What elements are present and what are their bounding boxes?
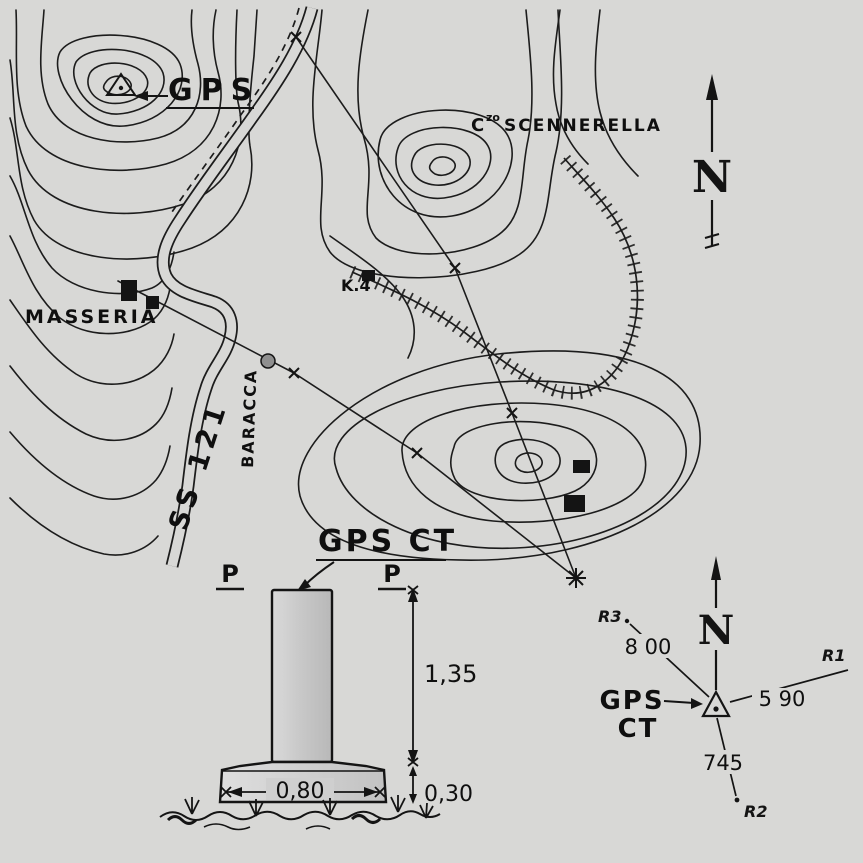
star-mark	[566, 568, 586, 588]
p-mark-left: P	[221, 560, 239, 588]
dim-height-value: 1,35	[424, 660, 477, 688]
dim-base-value: 0,30	[424, 782, 473, 807]
station-name-bottom: CT	[618, 714, 659, 744]
traverse-lines	[117, 31, 586, 588]
label-km4: K.4	[341, 276, 371, 295]
north-arrowhead-icon	[706, 74, 718, 100]
label-baracca: BARACCA	[238, 368, 260, 468]
masseria-building-2	[146, 296, 159, 309]
label-hill-name: SCENNERELLA	[504, 116, 662, 136]
road-side-track	[171, 7, 300, 213]
ref-r1-distance: 5 90	[759, 687, 806, 711]
gps-arrow-icon	[134, 91, 148, 101]
contour-lines	[9, 9, 701, 561]
section-title: GPS CT	[318, 524, 457, 559]
station-name-top: GPS	[599, 686, 664, 716]
ref-r2-distance: 745	[703, 751, 743, 775]
label-ss121: SS 121	[163, 398, 234, 535]
label-masseria: MASSERIA	[25, 306, 159, 328]
north-arrow-bottom: N	[698, 556, 735, 690]
label-hill-prefix: C	[471, 115, 484, 136]
north-letter-bottom: N	[698, 607, 735, 654]
dim-width-value: 0,80	[276, 779, 325, 804]
label-gps-summit: GPS	[168, 73, 260, 108]
topo-map: GPS C zo SCENNERELLA MASSERIA K.4 BARACC…	[9, 6, 701, 588]
cross-section: GPS CT P P 1,35 0,30	[159, 524, 477, 831]
label-hill-sup: zo	[486, 111, 500, 124]
north-letter-top: N	[692, 152, 732, 203]
dim-height: 1,35	[407, 585, 477, 767]
station-arrowhead-icon	[691, 698, 703, 709]
north-arrow-top: N	[692, 74, 732, 249]
gps-triangle-icon	[105, 72, 137, 96]
ref-r1-label: R1	[822, 646, 845, 665]
station-cross-marks	[288, 31, 518, 459]
hill-building-1	[573, 460, 590, 473]
grass-tufts	[184, 795, 434, 819]
ref-r2-label: R2	[744, 802, 767, 821]
section-leader-arrowhead-icon	[297, 579, 311, 591]
station-diagram: N GPS CT R3 8 00 R1 5 90 R2 745	[598, 556, 849, 821]
gully-hachures	[349, 153, 644, 400]
ray-r1	[729, 669, 849, 703]
baracca-symbol	[260, 353, 276, 369]
gps-summit-marker: GPS	[105, 72, 260, 109]
masseria-building-1	[121, 280, 137, 301]
ref-r3-distance: 8 00	[625, 635, 672, 659]
ground-line	[159, 795, 441, 831]
p-mark-right: P	[383, 560, 401, 588]
hill-building-2	[564, 495, 585, 512]
station-triangle-icon	[701, 689, 731, 718]
km4-marker-square	[362, 270, 375, 281]
dim-base-height: 0,30	[409, 766, 473, 807]
road-ss121	[156, 6, 319, 568]
monument-pillar	[270, 588, 334, 764]
dim-width: 0,80	[220, 778, 386, 804]
ref-r3-label: R3	[598, 607, 621, 626]
buildings	[121, 270, 590, 512]
north-arrowhead-bottom-icon	[711, 556, 721, 580]
